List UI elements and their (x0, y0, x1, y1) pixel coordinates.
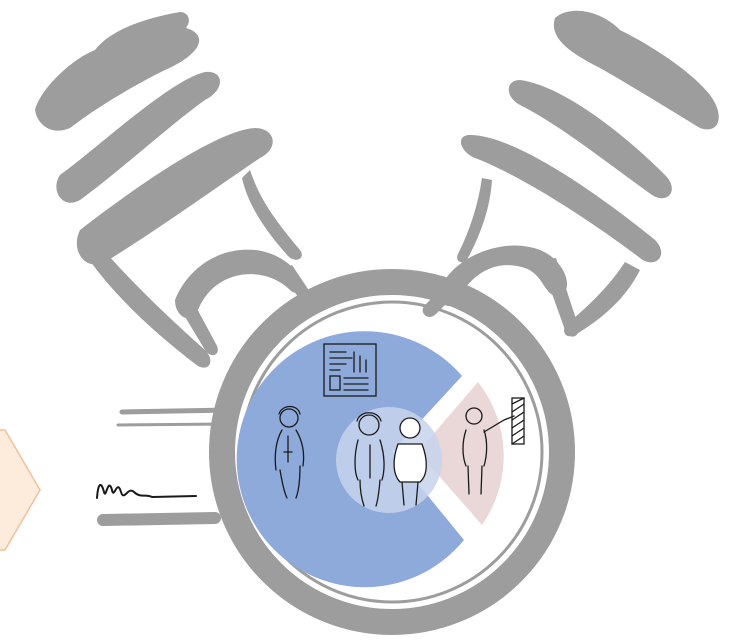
right-cylinder-leg-1 (540, 258, 579, 337)
right-cylinder-wall-inner (457, 178, 492, 262)
speed-line-bottom (103, 518, 215, 520)
left-cylinder-bank (35, 12, 312, 368)
left-cylinder-wall-inner (242, 170, 302, 260)
chevron-arrow-shape (0, 430, 40, 550)
hatched-board-sketch (512, 398, 524, 444)
signature-scribble (97, 485, 196, 498)
